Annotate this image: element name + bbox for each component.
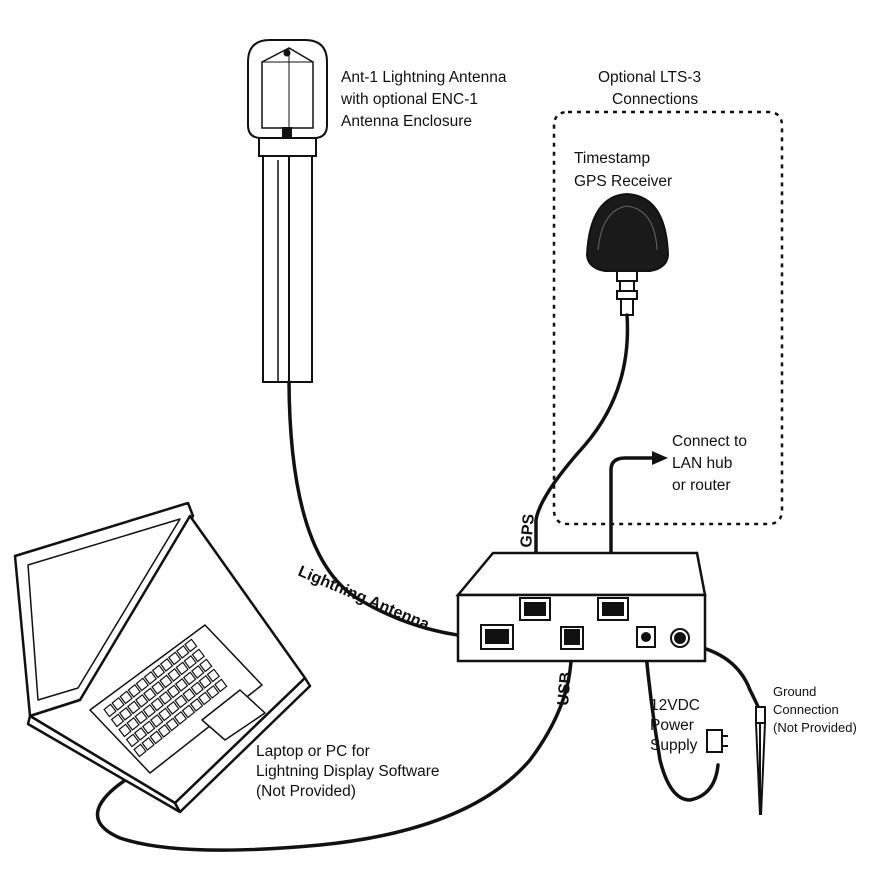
- power-cable: [643, 641, 720, 802]
- lightning-antenna-cable-label: Lightning Antenna: [295, 563, 431, 634]
- ground-label-line2: Connection: [773, 702, 839, 717]
- keyboard-key: [135, 693, 149, 708]
- antenna-label: Ant-1 Lightning Antenna with optional EN…: [340, 69, 507, 130]
- keyboard-key: [111, 696, 125, 711]
- keyboard-key: [143, 670, 158, 685]
- lan-label: Connect to LAN hub or router: [672, 433, 747, 494]
- usb-cable-label: USB: [555, 671, 575, 706]
- power-label-line2: Power: [650, 717, 694, 734]
- laptop-label-line3: (Not Provided): [256, 783, 356, 800]
- keyboard-key: [118, 723, 132, 738]
- lightning-antenna-cable: [287, 380, 490, 640]
- keyboard-key: [126, 716, 140, 731]
- ground-label-line1: Ground: [773, 684, 816, 699]
- keyboard-key: [176, 644, 190, 659]
- keyboard-key: [165, 717, 180, 732]
- lan-label-line2: LAN hub: [672, 455, 732, 472]
- keyboard-key: [118, 706, 133, 721]
- laptop-label-line2: Lightning Display Software: [256, 763, 440, 780]
- keyboard-key: [191, 664, 205, 679]
- keyboard-key: [182, 687, 196, 702]
- keyboard-key: [184, 638, 198, 653]
- keyboard-key: [141, 720, 156, 735]
- laptop-label: Laptop or PC for Lightning Display Softw…: [256, 743, 440, 800]
- keyboard-key: [134, 710, 148, 725]
- keyboard-key: [198, 674, 212, 689]
- lan-arrow-icon: [652, 451, 668, 465]
- power-supply-label: 12VDC Power Supply: [650, 697, 700, 754]
- keyboard-key: [151, 664, 166, 679]
- keyboard-key: [190, 681, 204, 696]
- keyboard-key: [167, 651, 182, 666]
- keyboard-key: [199, 658, 213, 673]
- keyboard-key: [206, 668, 221, 683]
- keyboard-key: [103, 703, 117, 718]
- keyboard-key: [181, 704, 196, 719]
- keyboard-key: [157, 723, 171, 738]
- usb-cable: [95, 640, 574, 852]
- keyboard-key: [159, 657, 174, 672]
- keyboard-key: [183, 654, 197, 669]
- keyboard-key: [150, 697, 165, 712]
- laptop-label-line1: Laptop or PC for: [256, 743, 370, 760]
- keyboard-key: [159, 674, 173, 689]
- keyboard-key: [133, 743, 147, 758]
- ground-rod: [755, 706, 766, 816]
- lts-device: [455, 551, 707, 663]
- ground-label: Ground Connection (Not Provided): [773, 684, 857, 735]
- keyboard-key: [206, 684, 220, 699]
- lan-label-line3: or router: [672, 477, 731, 494]
- keyboard-key: [149, 730, 163, 745]
- keyboard-key: [197, 691, 212, 706]
- antenna-label-line1: Ant-1 Lightning Antenna: [341, 69, 507, 86]
- keyboard-key: [125, 733, 140, 748]
- lan-cable: [609, 456, 657, 606]
- keyboard-key: [189, 697, 204, 712]
- power-label-line3: Supply: [650, 737, 698, 754]
- laptop-keyboard: [103, 638, 228, 758]
- keyboard-key: [214, 678, 228, 693]
- lan-label-line1: Connect to: [672, 433, 747, 450]
- keyboard-key: [158, 690, 173, 705]
- gps-cable-label: GPS: [518, 513, 538, 548]
- keyboard-key: [158, 707, 172, 722]
- power-adapter: [706, 729, 728, 753]
- keyboard-key: [142, 703, 156, 718]
- lts3-label-line2: Connections: [612, 91, 698, 108]
- keyboard-key: [135, 677, 150, 692]
- ground-label-line3: (Not Provided): [773, 720, 857, 735]
- lts3-label: Optional LTS-3 Connections: [598, 69, 701, 108]
- keyboard-key: [174, 677, 189, 692]
- gps-receiver-label-line1: Timestamp: [574, 150, 650, 167]
- keyboard-key: [127, 683, 141, 698]
- keyboard-key: [151, 680, 165, 695]
- keyboard-key: [141, 736, 155, 751]
- keyboard-key: [175, 661, 189, 676]
- gps-receiver: [585, 192, 670, 316]
- keyboard-key: [174, 694, 188, 709]
- gps-receiver-label: Timestamp GPS Receiver: [574, 150, 672, 190]
- keyboard-key: [126, 700, 141, 715]
- keyboard-key: [182, 671, 197, 686]
- keyboard-key: [166, 684, 181, 699]
- keyboard-key: [143, 687, 157, 702]
- keyboard-key: [167, 667, 181, 682]
- gps-receiver-label-line2: GPS Receiver: [574, 173, 672, 190]
- lts3-label-line1: Optional LTS-3: [598, 69, 701, 86]
- keyboard-key: [119, 690, 133, 705]
- keyboard-key: [133, 726, 148, 741]
- antenna-label-line3: Antenna Enclosure: [341, 113, 472, 130]
- power-label-line1: 12VDC: [650, 697, 700, 714]
- keyboard-key: [191, 648, 206, 663]
- keyboard-key: [166, 700, 180, 715]
- keyboard-key: [150, 713, 164, 728]
- lightning-antenna: [247, 39, 328, 383]
- antenna-label-line2: with optional ENC-1: [340, 91, 478, 108]
- keyboard-key: [110, 713, 125, 728]
- gps-cable: [534, 313, 630, 606]
- keyboard-key: [173, 710, 188, 725]
